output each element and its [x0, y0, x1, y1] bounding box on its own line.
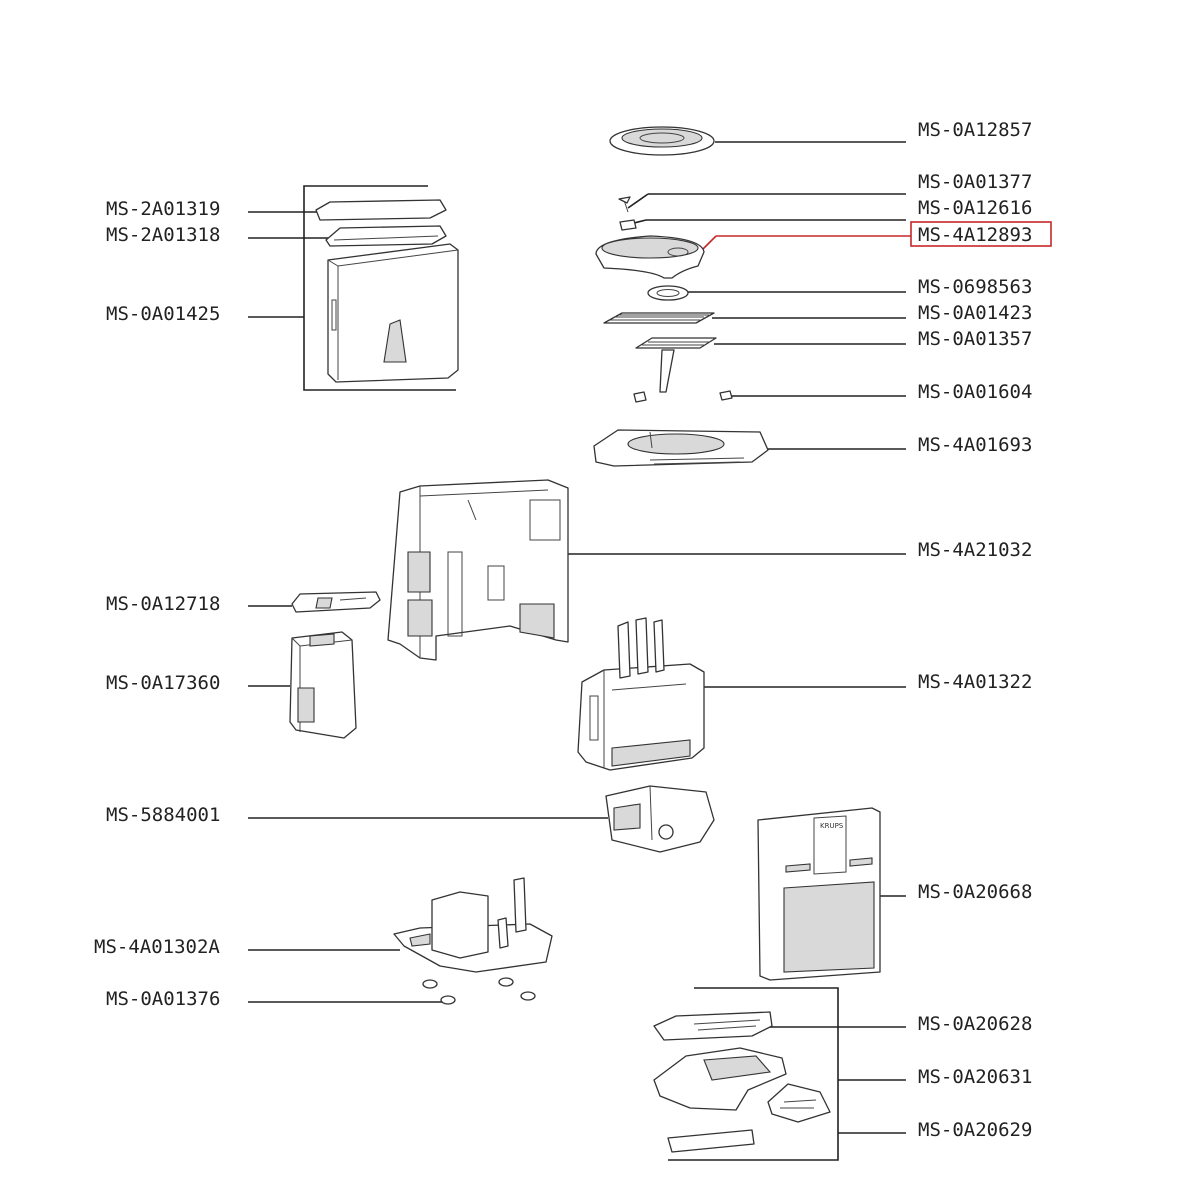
label-ms-0698563: MS-0698563: [918, 276, 1032, 298]
bracket-water-tank: [303, 185, 456, 391]
part-drip-tray: [653, 1047, 831, 1123]
label-ms-2a01319: MS-2A01319: [106, 198, 220, 220]
label-ms-0a17360: MS-0A17360: [106, 672, 220, 694]
bracket-drip-tray: [668, 987, 839, 1161]
label-ms-0a12718: MS-0A12718: [106, 593, 220, 615]
part-tank-lid-seal: [325, 225, 447, 247]
label-ms-0a20631: MS-0A20631: [918, 1066, 1032, 1088]
label-ms-5884001: MS-5884001: [106, 804, 220, 826]
label-ms-4a12893: MS-4A12893: [918, 224, 1032, 246]
label-ms-0a20629: MS-0A20629: [918, 1119, 1032, 1141]
part-feet: [422, 977, 536, 1005]
label-ms-0a01376: MS-0A01376: [106, 988, 220, 1010]
label-ms-4a21032: MS-4A21032: [918, 539, 1032, 561]
label-ms-4a01322: MS-4A01322: [918, 671, 1032, 693]
label-ms-0a01423: MS-0A01423: [918, 302, 1032, 324]
part-drip-grate: [653, 1011, 773, 1041]
part-ring-seal: [647, 285, 689, 301]
part-tank-lid-top: [315, 199, 447, 221]
part-grinder-grid: [635, 337, 717, 393]
part-brew-frame: [577, 617, 705, 771]
part-drip-front-strip: [667, 1129, 755, 1153]
part-bean-hopper: [595, 235, 705, 279]
label-ms-4a01302a: MS-4A01302A: [94, 936, 220, 958]
leader-ms-0a01377-a: [627, 193, 649, 209]
part-base: [393, 877, 553, 973]
part-water-tank: [327, 243, 459, 383]
part-drip-insert: [291, 591, 381, 613]
label-ms-0a12616: MS-0A12616: [918, 197, 1032, 219]
label-ms-0a01425: MS-0A01425: [106, 303, 220, 325]
part-grounds-container: [289, 631, 357, 739]
label-ms-4a01693: MS-4A01693: [918, 434, 1032, 456]
label-ms-0a01357: MS-0A01357: [918, 328, 1032, 350]
brand-mark: KRUPS: [820, 822, 844, 830]
part-lid: [609, 126, 715, 156]
highlight-box: [910, 221, 1052, 247]
part-small-screw: [618, 196, 631, 213]
label-ms-0a01604: MS-0A01604: [918, 381, 1032, 403]
part-top-cover: [593, 429, 769, 467]
part-small-clip: [619, 219, 637, 231]
leader-lines: [248, 141, 911, 1161]
part-main-housing: [387, 479, 569, 661]
label-ms-0a01377: MS-0A01377: [918, 171, 1032, 193]
label-ms-0a20668: MS-0A20668: [918, 881, 1032, 903]
label-ms-0a12857: MS-0A12857: [918, 119, 1032, 141]
part-pump-module: [605, 785, 715, 853]
part-small-pins: [633, 390, 733, 403]
label-ms-0a20628: MS-0A20628: [918, 1013, 1032, 1035]
part-grid-filter: [603, 312, 715, 324]
label-ms-2a01318: MS-2A01318: [106, 224, 220, 246]
part-front-panel: KRUPS: [757, 807, 881, 981]
